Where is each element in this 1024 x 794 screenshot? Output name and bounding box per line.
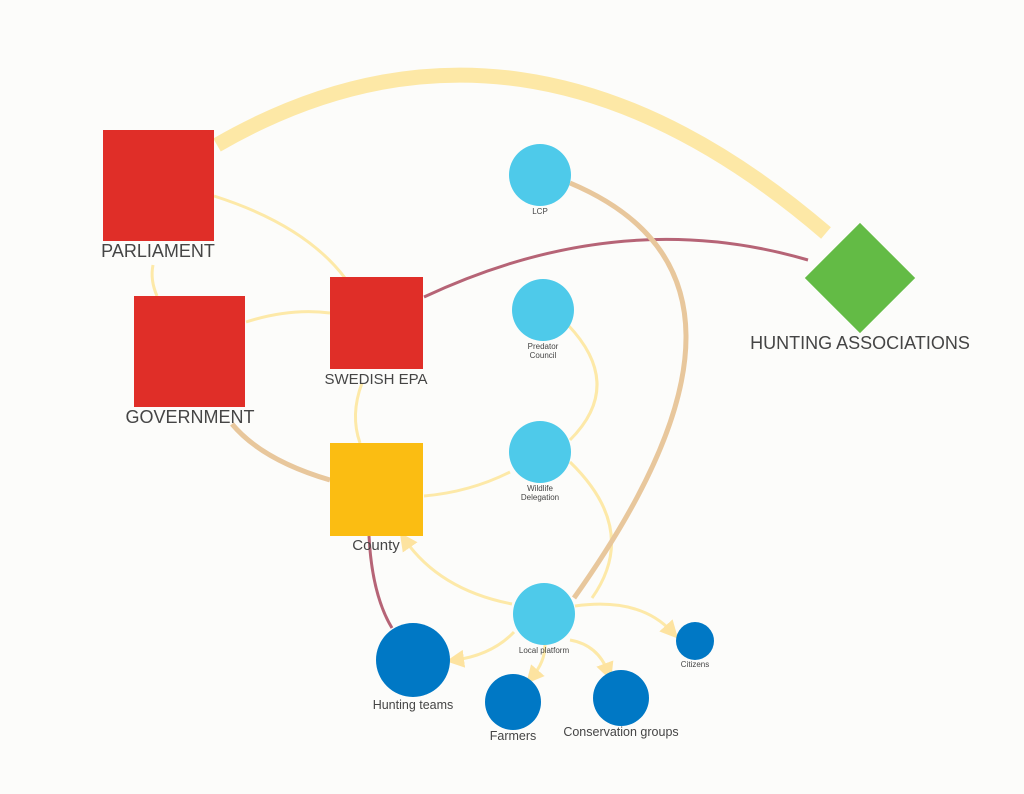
local-platform-circle[interactable]: [513, 583, 575, 645]
link-local-platform-farmers: [526, 644, 547, 684]
hunting-teams-circle[interactable]: [376, 623, 450, 697]
link-county-wildlife-delegation: [423, 470, 511, 498]
county-label: County: [352, 537, 400, 554]
link-local-platform-conservation-groups: [569, 638, 614, 681]
link-swedish-epa-hunting-associations: [423, 237, 809, 299]
node-government[interactable]: GOVERNMENT: [125, 296, 255, 427]
link-government-county: [230, 422, 331, 483]
node-citizens[interactable]: Citizens: [676, 622, 714, 669]
swedish-epa-label: SWEDISH EPA: [324, 371, 427, 388]
county-square[interactable]: [330, 443, 423, 536]
link-local-platform-county: [399, 532, 513, 606]
swedish-epa-square[interactable]: [330, 277, 423, 369]
link-wildlife-delegation-local-platform: [568, 460, 613, 599]
wildlife-delegation-label-line2: Delegation: [521, 493, 559, 502]
wildlife-delegation-circle[interactable]: [509, 421, 571, 483]
node-conservation-groups[interactable]: Conservation groups: [563, 670, 679, 739]
link-local-platform-citizens: [574, 602, 679, 639]
link-county-hunting-teams: [367, 535, 394, 629]
links: [150, 67, 831, 684]
hunting-teams-label: Hunting teams: [373, 698, 454, 712]
citizens-circle[interactable]: [676, 622, 714, 660]
node-wildlife-delegation[interactable]: Wildlife Delegation: [509, 421, 571, 502]
farmers-label: Farmers: [490, 729, 537, 743]
farmers-circle[interactable]: [485, 674, 541, 730]
link-parliament-hunting-associations: [213, 67, 831, 239]
government-square[interactable]: [134, 296, 245, 407]
node-hunting-teams[interactable]: Hunting teams: [373, 623, 454, 712]
node-hunting-associations[interactable]: HUNTING ASSOCIATIONS: [750, 222, 970, 353]
link-swedish-epa-county: [354, 382, 364, 444]
wildlife-delegation-label-line1: Wildlife: [527, 484, 553, 493]
hunting-associations-diamond[interactable]: [804, 222, 916, 334]
node-parliament[interactable]: PARLIAMENT: [101, 130, 215, 261]
lcp-circle[interactable]: [509, 144, 571, 206]
link-parliament-swedish-epa: [213, 194, 347, 279]
link-lcp-local-platform: [569, 180, 689, 600]
predator-council-label-line2: Council: [530, 351, 557, 360]
government-label: GOVERNMENT: [125, 407, 254, 427]
predator-council-label-line1: Predator: [528, 342, 559, 351]
conservation-groups-label: Conservation groups: [563, 725, 678, 739]
link-local-platform-hunting-teams: [446, 630, 516, 668]
citizens-label: Citizens: [681, 660, 709, 669]
link-predator-council-wildlife-delegation: [566, 323, 599, 442]
node-swedish-epa[interactable]: SWEDISH EPA: [324, 277, 428, 388]
node-farmers[interactable]: Farmers: [485, 674, 541, 743]
node-predator-council[interactable]: Predator Council: [512, 279, 574, 360]
link-parliament-government: [150, 264, 159, 297]
node-local-platform[interactable]: Local platform: [513, 583, 575, 655]
node-county[interactable]: County: [330, 443, 423, 554]
link-government-swedish-epa: [245, 310, 331, 324]
conservation-groups-circle[interactable]: [593, 670, 649, 726]
predator-council-circle[interactable]: [512, 279, 574, 341]
node-lcp[interactable]: LCP: [509, 144, 571, 216]
lcp-label: LCP: [532, 207, 548, 216]
local-platform-label: Local platform: [519, 646, 570, 655]
parliament-square[interactable]: [103, 130, 214, 241]
parliament-label: PARLIAMENT: [101, 241, 215, 261]
hunting-associations-label: HUNTING ASSOCIATIONS: [750, 333, 970, 353]
